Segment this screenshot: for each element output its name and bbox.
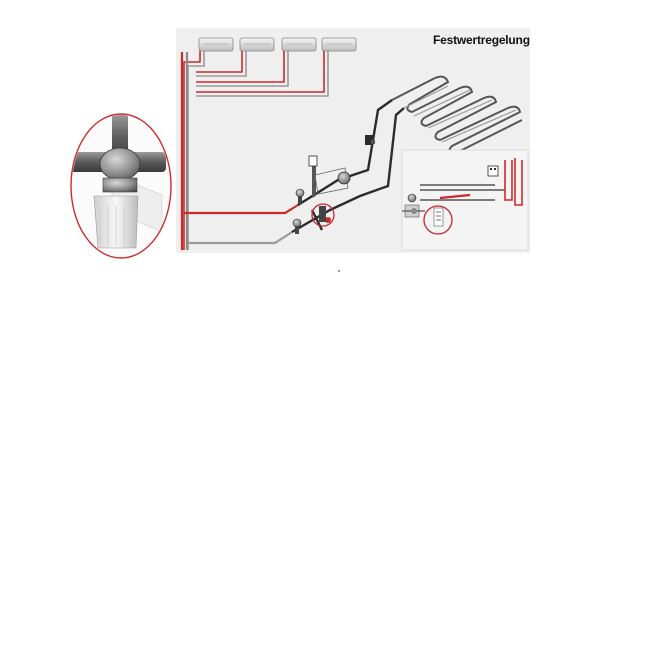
main-risers — [180, 52, 189, 250]
diagram-title: Festwertregelung — [433, 33, 530, 47]
valves — [292, 188, 331, 234]
radiator — [321, 37, 357, 52]
thermostat-highlight — [423, 205, 453, 235]
radiator — [239, 37, 275, 52]
mixing-valve — [319, 206, 326, 222]
manifold-box — [401, 149, 529, 251]
marker-dot — [338, 270, 340, 272]
floor-heating-loop — [391, 75, 523, 156]
valve-thermostat-detail — [70, 113, 172, 259]
radiator — [198, 37, 234, 52]
radiator — [281, 37, 317, 52]
pump — [337, 171, 351, 185]
pump-cluster — [308, 135, 375, 198]
mixing-valve-highlight — [311, 203, 335, 227]
radiator-row — [198, 37, 357, 52]
supply-return-mains — [184, 204, 299, 245]
